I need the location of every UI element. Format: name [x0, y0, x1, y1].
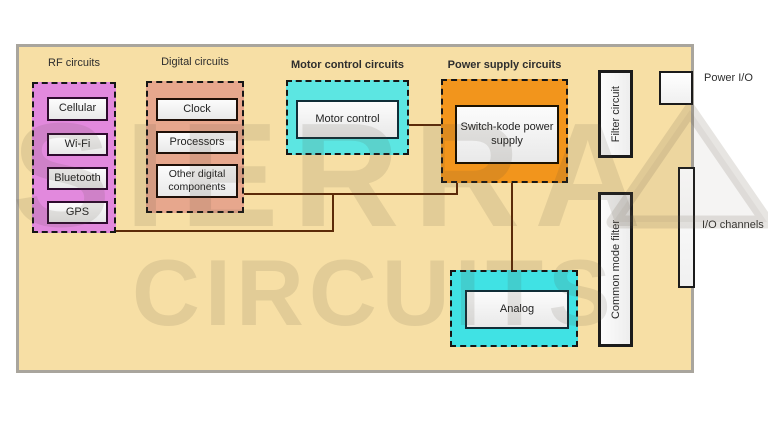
- power-io-connector: [659, 71, 693, 105]
- wire-power-to-analog: [511, 183, 513, 270]
- other-digital-components-block: Other digital components: [156, 164, 238, 198]
- processors-block: Processors: [156, 131, 238, 154]
- wire-digital-to-power-vertical: [456, 183, 458, 195]
- io-channels-label: I/O channels: [702, 219, 764, 231]
- io-channels-connector: [678, 167, 695, 288]
- power-supply-circuits-group: Switch-kode power supply: [441, 79, 568, 183]
- digital-circuits-title: Digital circuits: [161, 56, 229, 68]
- power-io-label: Power I/O: [704, 72, 753, 84]
- motor-control-circuits-title: Motor control circuits: [290, 59, 405, 71]
- digital-circuits-group: Clock Processors Other digital component…: [146, 81, 244, 213]
- rf-circuits-group: Cellular Wi-Fi Bluetooth GPS: [32, 82, 116, 233]
- switch-mode-power-supply-block: Switch-kode power supply: [455, 105, 559, 164]
- wire-digital-to-power-horizontal: [244, 193, 458, 195]
- common-mode-filter-label: Common mode filter: [609, 219, 622, 320]
- wifi-block: Wi-Fi: [47, 133, 108, 156]
- common-mode-filter-block: Common mode filter: [598, 192, 633, 347]
- rf-circuits-title: RF circuits: [48, 57, 100, 69]
- motor-control-circuits-group: Motor control: [286, 80, 409, 155]
- power-supply-circuits-title: Power supply circuits: [447, 59, 562, 71]
- gps-block: GPS: [47, 201, 108, 224]
- analog-group: Analog: [450, 270, 578, 347]
- filter-circuit-label: Filter circuit: [609, 85, 622, 143]
- wire-rf-vertical: [332, 194, 334, 232]
- clock-block: Clock: [156, 98, 238, 121]
- bluetooth-block: Bluetooth: [47, 167, 108, 190]
- motor-control-block: Motor control: [296, 100, 399, 139]
- filter-circuit-block: Filter circuit: [598, 70, 633, 158]
- analog-block: Analog: [465, 290, 569, 329]
- wire-motor-to-power: [409, 124, 441, 126]
- cellular-block: Cellular: [47, 97, 108, 121]
- wire-rf-horizontal: [116, 230, 334, 232]
